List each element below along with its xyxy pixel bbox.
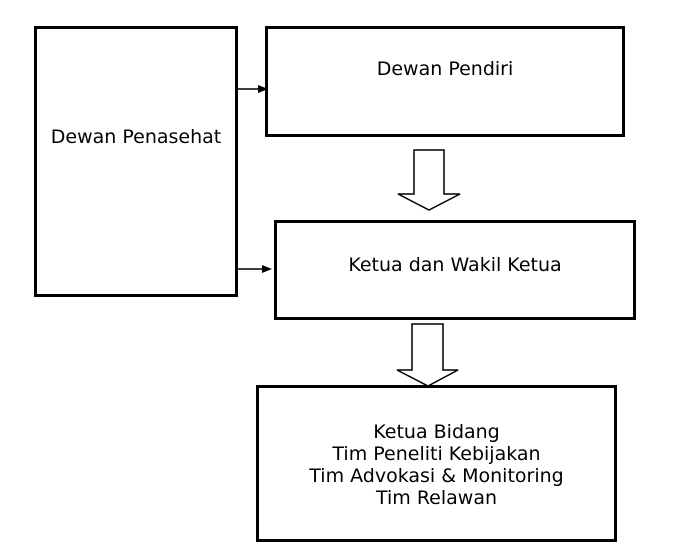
arrow-advisor-to-founder	[238, 85, 268, 93]
divisions-list: Ketua Bidang Tim Peneliti Kebijakan Tim …	[259, 421, 614, 509]
block-arrow-founder-to-chair	[397, 149, 461, 211]
advisor-board-box: Dewan Penasehat	[34, 26, 238, 297]
division-line: Tim Advokasi & Monitoring	[309, 465, 564, 487]
division-line: Tim Relawan	[375, 487, 498, 509]
divisions-box: Ketua Bidang Tim Peneliti Kebijakan Tim …	[256, 385, 617, 542]
division-line: Ketua Bidang	[373, 421, 500, 443]
advisor-board-label: Dewan Penasehat	[50, 126, 222, 148]
chair-box: Ketua dan Wakil Ketua	[274, 220, 636, 320]
arrow-advisor-to-chair	[238, 265, 272, 273]
chair-label: Ketua dan Wakil Ketua	[348, 254, 562, 276]
founder-board-label: Dewan Pendiri	[376, 58, 514, 80]
block-arrow-chair-to-divisions	[396, 323, 459, 387]
division-line: Tim Peneliti Kebijakan	[332, 443, 541, 465]
founder-board-box: Dewan Pendiri	[265, 26, 625, 137]
